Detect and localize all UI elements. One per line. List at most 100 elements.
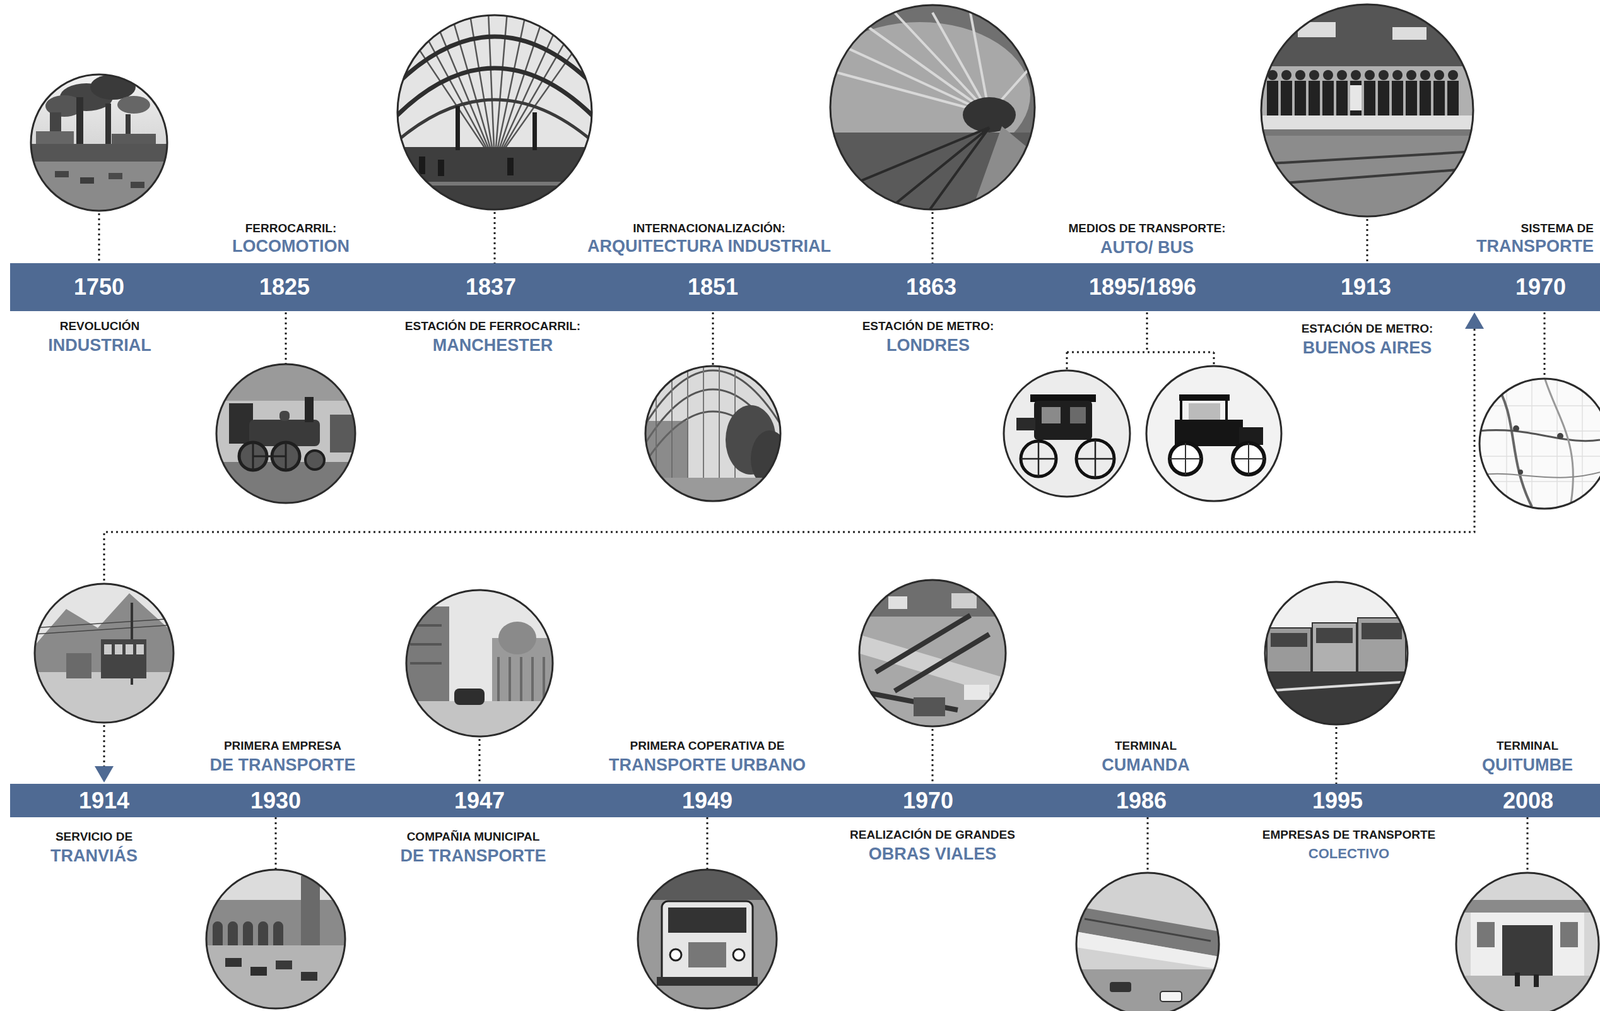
label-slot: AUTO/ BUS — [1100, 237, 1194, 258]
carriage-photo — [1020, 439, 1115, 478]
event-title: TRANVIÁS — [50, 846, 138, 866]
industry-photo — [29, 161, 169, 212]
bus-photo — [688, 941, 727, 968]
tram-photo — [104, 644, 112, 655]
car-photo — [1146, 365, 1282, 501]
event-heading: INTERNACIONALIZACIÓN: — [632, 221, 786, 236]
terminal-photo — [1160, 991, 1182, 1002]
platform-photo — [1350, 85, 1362, 111]
roadworks-photo — [859, 579, 1006, 727]
label-slot: TRANSPORTE URBANO — [608, 755, 806, 775]
event-title: AUTO/ BUS — [1100, 237, 1194, 258]
terminal-photo — [1454, 871, 1600, 1011]
car-photo — [1181, 400, 1227, 421]
leader-line — [1543, 312, 1546, 379]
industry-photo — [90, 74, 136, 100]
industry-photo — [54, 170, 69, 178]
carriage-photo — [1002, 369, 1132, 498]
tram-photo — [33, 618, 175, 635]
terminal-photo — [1075, 871, 1221, 1011]
label-slot: ESTACIÓN DE METRO: — [862, 319, 995, 334]
leader-line — [712, 312, 715, 366]
industry-photo — [29, 73, 169, 212]
street-photo — [405, 588, 554, 739]
event-heading: TERMINAL — [1114, 738, 1177, 753]
year-label: 1949 — [682, 787, 733, 814]
arrowhead — [1464, 312, 1484, 329]
label-slot: OBRAS VIALES — [868, 844, 997, 864]
terminal-photo — [1476, 921, 1495, 948]
plaza-photo — [212, 921, 284, 946]
terminal-photo — [1076, 872, 1219, 1011]
street-photo — [405, 606, 450, 714]
buses-photo — [1263, 681, 1409, 691]
year-slot: 1913 — [1340, 263, 1392, 312]
label-slot: ARQUITECTURA INDUSTRIAL — [587, 236, 831, 257]
year-slot: 1970 — [1515, 263, 1566, 312]
year-slot: 1995 — [1312, 783, 1363, 818]
map-photo — [1494, 380, 1532, 507]
event-title: LONDRES — [886, 335, 970, 356]
terminal-photo — [1109, 981, 1132, 992]
map-photo — [1478, 377, 1600, 510]
year-slot: 1947 — [454, 783, 505, 818]
label-slot: LONDRES — [886, 335, 970, 356]
industry-photo — [29, 143, 169, 163]
bus-photo — [670, 948, 682, 961]
platform-photo — [1323, 70, 1334, 81]
timeline-band: 175018251837185118631895/189619131970 — [10, 263, 1600, 312]
platform-photo — [1295, 70, 1306, 81]
event-title: CUMANDA — [1101, 755, 1190, 775]
event-title: BUENOS AIRES — [1302, 338, 1433, 358]
station-photo — [393, 181, 596, 186]
leader-line — [1147, 817, 1149, 873]
tunnel-photo — [962, 97, 1016, 133]
plaza-photo — [300, 971, 318, 981]
year-label: 1913 — [1340, 273, 1392, 301]
year-slot: 1851 — [687, 263, 739, 312]
leader-line — [1335, 726, 1338, 784]
event-heading: TERMINAL — [1496, 738, 1559, 753]
carriage-photo — [1016, 417, 1036, 431]
label-slot: ESTACIÓN DE FERROCARRIL: — [405, 319, 581, 334]
event-title: INDUSTRIAL — [47, 335, 152, 356]
platform-photo — [1259, 129, 1475, 136]
timeline-band: 19141930194719491970198619952008 — [10, 783, 1600, 818]
label-slot: TRANVIÁS — [50, 846, 138, 866]
label-slot: PRIMERA COPERATIVA DE — [630, 738, 785, 753]
street-photo — [498, 656, 544, 701]
locomotive-photo — [305, 450, 325, 470]
event-title: MANCHESTER — [432, 335, 554, 356]
leader-line — [98, 213, 101, 264]
leader-line — [285, 312, 288, 365]
platform-photo — [1336, 70, 1348, 81]
buses-photo — [1266, 627, 1312, 672]
plaza-photo — [275, 960, 293, 970]
carriage-photo — [1070, 406, 1086, 424]
roadworks-photo — [913, 697, 946, 717]
label-slot: REALIZACIÓN DE GRANDES — [849, 827, 1016, 842]
station-photo — [437, 159, 445, 177]
event-title: DE TRANSPORTE — [400, 846, 546, 866]
buses-photo — [1270, 632, 1308, 647]
station-photo — [455, 105, 460, 151]
year-label: 1750 — [73, 273, 125, 301]
year-label: 1863 — [905, 273, 957, 301]
year-slot: 1949 — [682, 783, 733, 818]
map-photo — [1544, 377, 1573, 510]
car-photo — [1169, 442, 1265, 475]
label-slot: PRIMERA EMPRESA — [223, 738, 342, 753]
event-heading: PRIMERA COPERATIVA DE — [630, 738, 785, 753]
tram-photo — [33, 582, 175, 724]
bus-photo — [668, 907, 747, 933]
year-label: 1986 — [1116, 787, 1167, 814]
station-photo — [532, 112, 537, 151]
platform-photo — [1392, 27, 1427, 40]
tram-photo — [34, 583, 174, 723]
roadworks-photo — [858, 578, 1007, 617]
event-heading: MEDIOS DE TRANSPORTE: — [1068, 221, 1226, 236]
plaza-photo — [250, 966, 267, 976]
tunnel-photo — [809, 0, 1040, 221]
tram-photo — [125, 644, 134, 655]
